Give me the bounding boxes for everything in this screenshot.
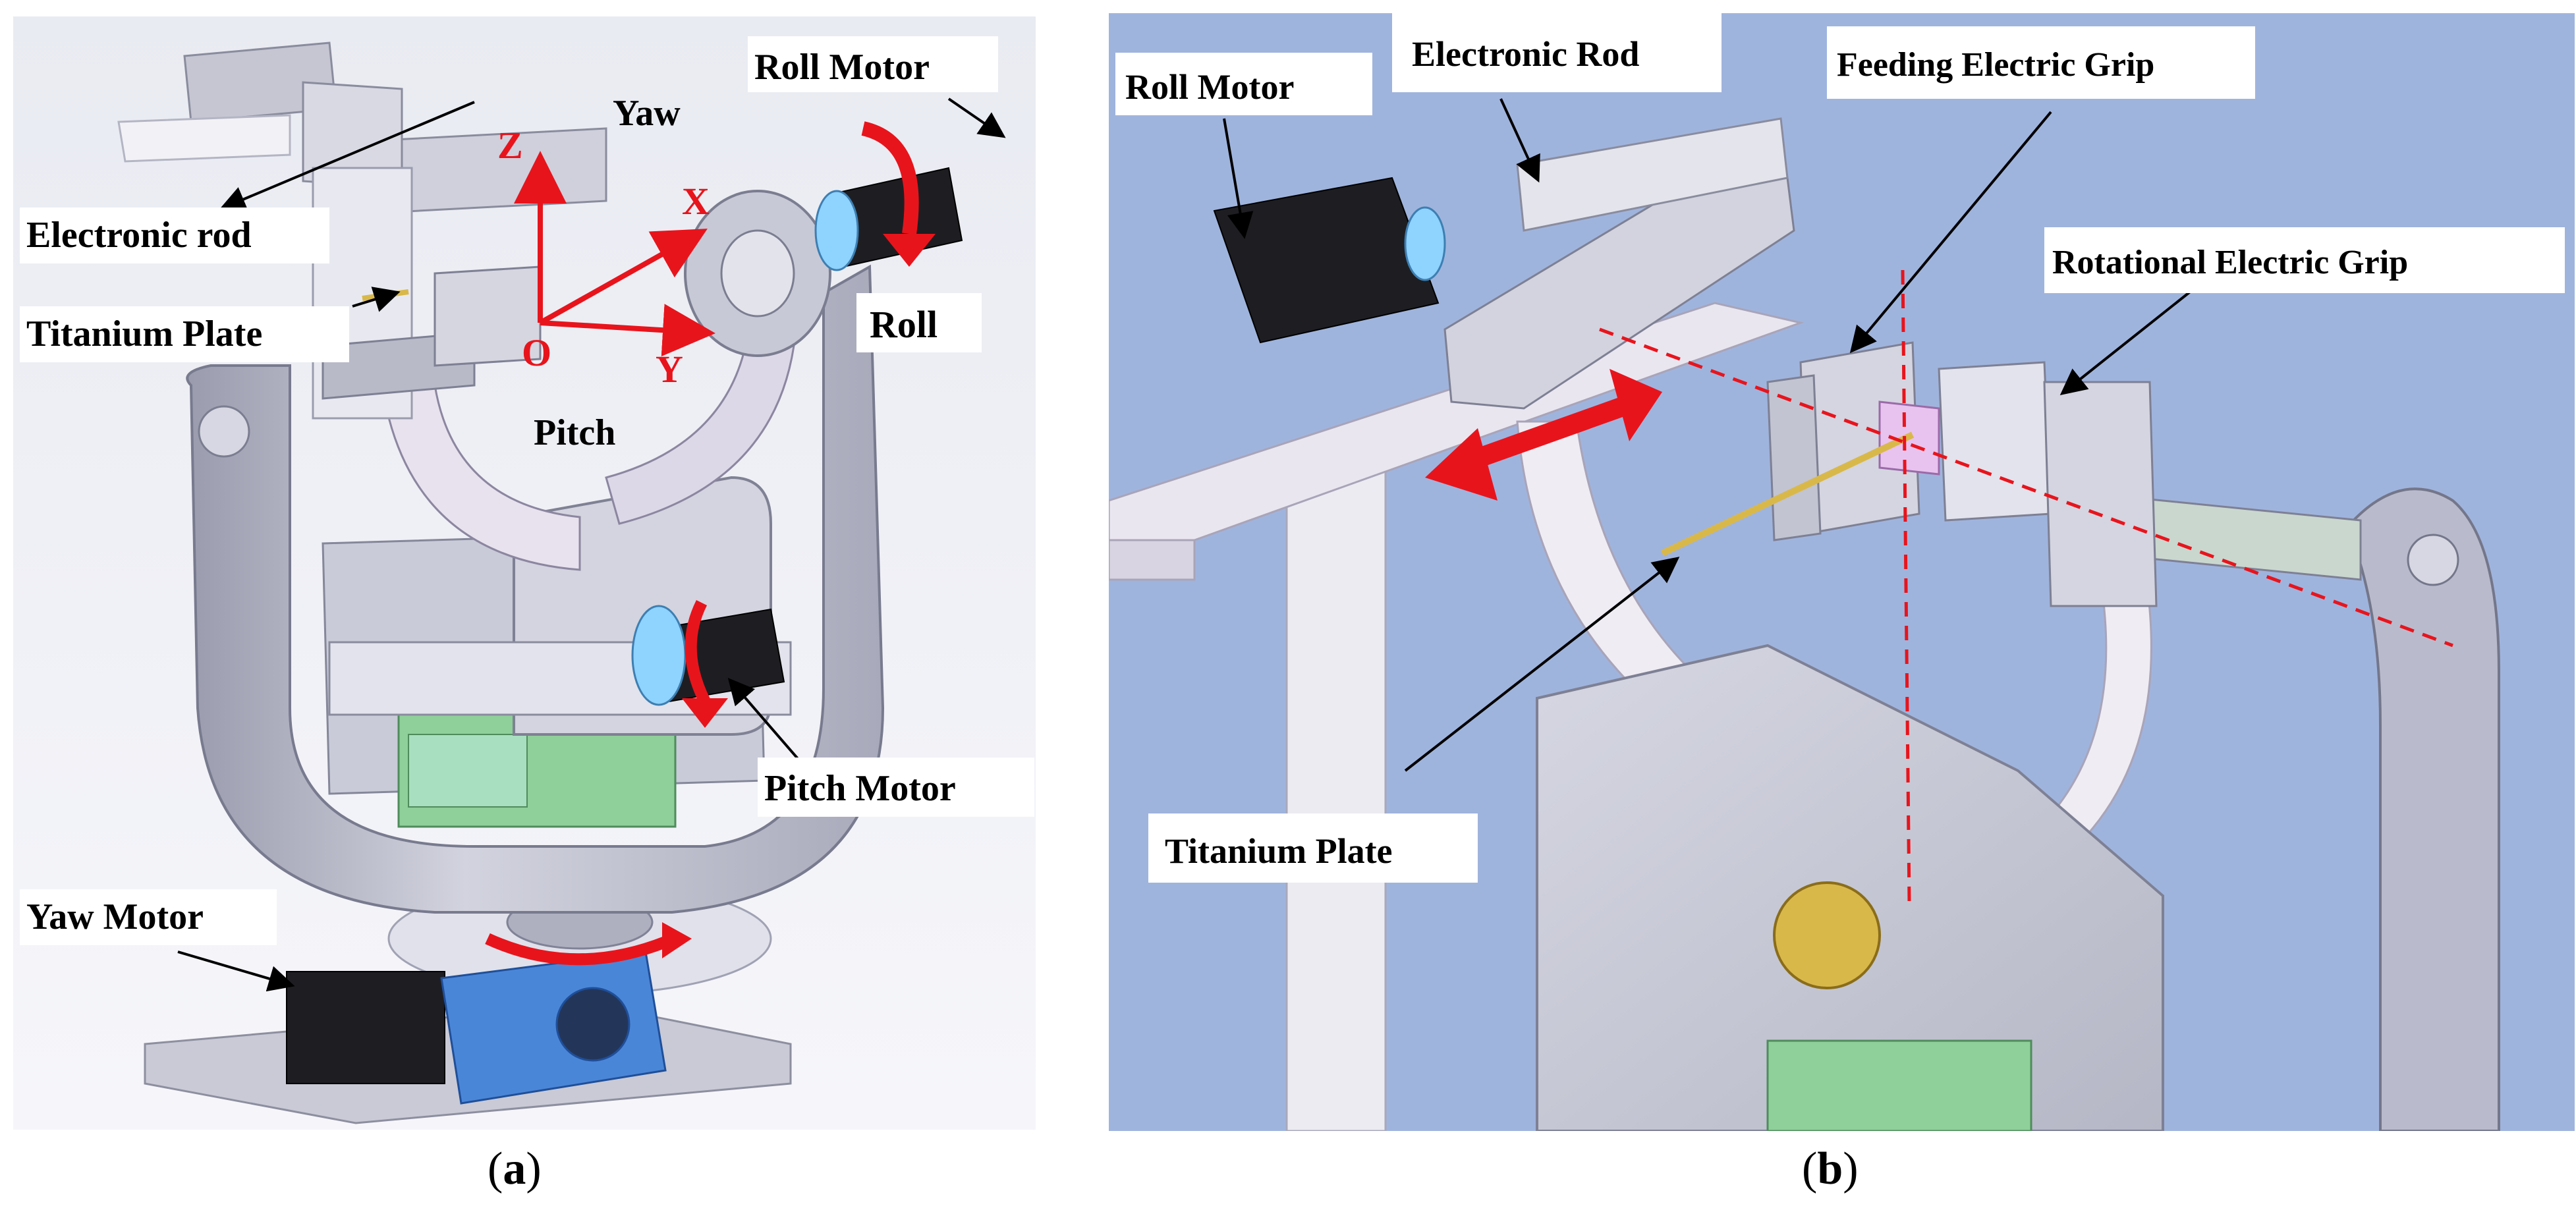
roll-rotation-arrow <box>861 121 919 235</box>
titanium-plate-label: Titanium Plate <box>26 314 262 354</box>
roll-motor-label: Roll Motor <box>754 47 930 88</box>
yaw-reducer-port <box>555 987 630 1062</box>
leader-rotational-grip <box>2059 289 2194 395</box>
titanium-plate-b-label: Titanium Plate <box>1165 831 1393 871</box>
feeding-grip-plate <box>1766 374 1822 541</box>
electronic-rod-b-label-bg <box>1392 13 1722 92</box>
green-mount-window <box>408 734 528 808</box>
pitch-motor-flange <box>631 605 686 706</box>
dashed-axis-vertical <box>1901 269 1911 903</box>
yaw-rotation-arrowhead <box>662 922 692 958</box>
rotational-grip-body <box>1938 361 2052 522</box>
right-arm <box>2345 487 2500 1131</box>
axis-y-label: Y <box>656 348 683 391</box>
titanium-plate-b-label-bg <box>1148 813 1478 883</box>
panel-b: Roll Motor Electronic Rod Feeding Electr… <box>1109 13 2575 1131</box>
yaw-rotation-arrow <box>485 933 668 966</box>
pitch-rotation-arrowhead <box>682 698 728 728</box>
feeding-grip-label: Feeding Electric Grip <box>1837 46 2154 84</box>
horizontal-beam-end <box>1109 539 1196 581</box>
electronic-rod-bar <box>117 114 291 163</box>
pitch-rotation-arrow <box>685 599 711 705</box>
roll-ring-hub <box>720 229 795 317</box>
axis-x-line <box>539 229 708 325</box>
leader-feeding-grip <box>1849 111 2052 354</box>
roll-label-bg <box>856 293 982 352</box>
panel-a-drawing: Z X Y O Roll Motor Yaw Electronic rod Ti… <box>13 16 1036 1130</box>
caption-b-letter: b <box>1817 1143 1843 1194</box>
axis-y-line <box>540 304 715 357</box>
leader-titanium-plate-b <box>1404 557 1680 772</box>
green-mount-b <box>1766 1039 2032 1131</box>
pitch-arc <box>381 384 581 571</box>
leader-electronic-rod <box>219 101 475 212</box>
axis-z-label: Z <box>497 124 523 167</box>
roll-rotation-arrowhead <box>883 234 936 267</box>
roll-motor-b-label: Roll Motor <box>1125 67 1294 107</box>
titanium-plate-rod <box>1660 431 1915 557</box>
pitch-label: Pitch <box>534 412 615 453</box>
axis-origin-label: O <box>522 331 551 374</box>
panel-b-drawing: Roll Motor Electronic Rod Feeding Electr… <box>1109 13 2575 1131</box>
axis-x-label: X <box>682 180 710 223</box>
yaw-motor-label-bg <box>20 889 277 945</box>
yaw-label: Yaw <box>613 93 681 134</box>
leader-roll-motor <box>947 97 1006 138</box>
panel-a: Z X Y O Roll Motor Yaw Electronic rod Ti… <box>13 16 1036 1130</box>
leader-titanium-plate <box>352 287 401 312</box>
gripper-center <box>434 265 542 367</box>
feed-arrow-head-right <box>1610 369 1662 441</box>
left-column <box>1285 446 1387 1131</box>
electronic-rod-label: Electronic rod <box>26 215 252 256</box>
roll-motor-b-flange <box>1404 206 1446 281</box>
electronic-rod-top <box>1516 117 1789 232</box>
roll-motor-b-body <box>1213 177 1440 344</box>
yaw-motor-body <box>286 971 445 1084</box>
caption-b: (b) <box>1802 1143 1859 1194</box>
frame-pivot-left <box>198 405 250 458</box>
roll-motor-b-label-bg <box>1115 53 1372 115</box>
electronic-rod-label-bg <box>20 207 329 263</box>
rotational-grip-label-bg <box>2044 227 2565 293</box>
leader-roll-motor-b <box>1223 118 1254 239</box>
titanium-plate-label-bg <box>20 306 349 362</box>
dashed-axis-horizontal <box>1599 327 2453 647</box>
caption-a: (a) <box>488 1143 542 1194</box>
right-arm-pivot <box>2407 534 2459 586</box>
caption-a-letter: a <box>503 1143 526 1194</box>
roll-label: Roll <box>870 303 938 346</box>
electronic-rod-b-label: Electronic Rod <box>1412 34 1639 74</box>
outer-u-frame <box>186 264 885 914</box>
yaw-motor-label: Yaw Motor <box>26 896 204 937</box>
pitch-motor-label: Pitch Motor <box>764 768 956 809</box>
leader-electronic-rod-b <box>1499 98 1540 183</box>
pitch-motor-label-bg <box>758 758 1034 817</box>
roll-motor-flange <box>814 190 859 271</box>
rotational-grip-housing <box>2043 381 2158 607</box>
feed-arrow-head-left <box>1425 428 1498 501</box>
roll-motor-label-bg <box>748 36 998 92</box>
rotational-grip-label: Rotational Electric Grip <box>2052 244 2408 281</box>
gold-cap <box>1773 881 1881 989</box>
leader-yaw-motor <box>177 950 295 992</box>
feeding-grip-label-bg <box>1827 26 2255 99</box>
